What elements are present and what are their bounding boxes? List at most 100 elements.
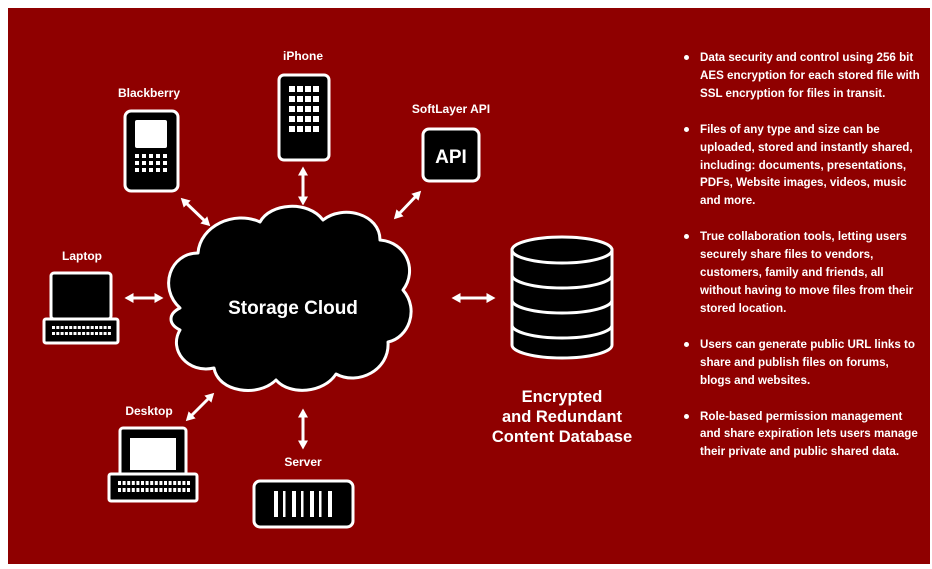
- laptop-key: [95, 326, 98, 329]
- blackberry-key: [156, 168, 160, 172]
- blackberry-key: [135, 161, 139, 165]
- desktop-key: [118, 488, 121, 492]
- blackberry-key: [156, 154, 160, 158]
- feature-text: Users can generate public URL links to s…: [700, 337, 915, 387]
- diagram-panel: iPhone Blackberry API SoftLayer API: [8, 8, 930, 564]
- desktop-key: [118, 481, 121, 485]
- iphone-app-tile: [313, 106, 319, 112]
- laptop-key: [52, 326, 55, 329]
- blackberry-key: [142, 154, 146, 158]
- desktop-key: [173, 488, 177, 492]
- server-bay: [283, 491, 286, 517]
- iphone-app-tile: [297, 126, 303, 132]
- blackberry-key: [149, 168, 153, 172]
- iphone-app-tile: [297, 116, 303, 122]
- laptop-key: [64, 332, 68, 335]
- desktop-key: [131, 488, 135, 492]
- desktop-key: [177, 481, 181, 485]
- desktop-key: [187, 488, 190, 492]
- desktop-label: Desktop: [125, 404, 172, 418]
- api-icon-text: API: [435, 147, 467, 168]
- desktop-key: [141, 481, 144, 485]
- laptop-key: [103, 326, 107, 329]
- desktop-key: [168, 488, 172, 492]
- desktop-key: [154, 481, 158, 485]
- desktop-key: [182, 481, 186, 485]
- laptop-node: Laptop: [42, 249, 120, 345]
- feature-item: Files of any type and size can be upload…: [682, 121, 922, 211]
- laptop-key: [73, 332, 77, 335]
- iphone-app-tile: [289, 126, 295, 132]
- blackberry-label: Blackberry: [118, 86, 180, 100]
- server-bay: [310, 491, 314, 517]
- arrow-desktop-cloud: [185, 392, 215, 422]
- desktop-key: [131, 481, 135, 485]
- blackberry-node: Blackberry: [118, 86, 180, 193]
- desktop-key: [159, 488, 163, 492]
- iphone-app-tile: [313, 116, 319, 122]
- iphone-app-tile: [297, 96, 303, 102]
- desktop-key: [168, 481, 172, 485]
- blackberry-key: [163, 168, 167, 172]
- desktop-key: [127, 488, 131, 492]
- iphone-app-tile: [297, 86, 303, 92]
- desktop-key: [187, 481, 190, 485]
- bullet-icon: [684, 126, 689, 132]
- api-icon: API: [421, 127, 481, 183]
- laptop-key: [64, 326, 68, 329]
- arrow-blackberry-cloud: [180, 197, 211, 227]
- desktop-key: [127, 481, 131, 485]
- blackberry-key: [135, 168, 139, 172]
- laptop-label: Laptop: [62, 249, 102, 263]
- laptop-key: [103, 332, 107, 335]
- iphone-app-tile: [305, 126, 311, 132]
- feature-text: Role-based permission management and sha…: [700, 409, 918, 459]
- desktop-key: [164, 488, 167, 492]
- laptop-key: [99, 326, 103, 329]
- desktop-node: Desktop: [107, 404, 199, 503]
- database-label-line-2: and Redundant: [502, 408, 623, 426]
- laptop-key: [107, 332, 111, 335]
- laptop-key: [99, 332, 103, 335]
- blackberry-key: [163, 161, 167, 165]
- laptop-icon: [42, 271, 120, 345]
- desktop-key: [159, 481, 163, 485]
- bullet-icon: [684, 55, 689, 60]
- server-bay: [274, 491, 278, 517]
- laptop-key: [86, 332, 90, 335]
- desktop-key: [136, 481, 140, 485]
- laptop-key: [52, 332, 55, 335]
- laptop-key: [107, 326, 111, 329]
- blackberry-key: [142, 161, 146, 165]
- softlayer-api-node: API SoftLayer API: [412, 102, 490, 183]
- laptop-key: [82, 326, 86, 329]
- iphone-app-tile: [305, 96, 311, 102]
- iphone-label: iPhone: [283, 49, 323, 63]
- server-bay: [319, 491, 322, 517]
- laptop-key: [90, 326, 94, 329]
- iphone-icon: [277, 73, 331, 162]
- iphone-app-tile: [305, 116, 311, 122]
- desktop-key: [141, 488, 144, 492]
- iphone-app-tile: [297, 106, 303, 112]
- server-icon: [252, 479, 355, 529]
- iphone-app-tile: [289, 116, 295, 122]
- feature-text: True collaboration tools, letting users …: [700, 230, 914, 315]
- desktop-key: [154, 488, 158, 492]
- blackberry-key: [149, 161, 153, 165]
- laptop-key: [82, 332, 86, 335]
- cloud-label: Storage Cloud: [228, 298, 358, 319]
- bullet-icon: [684, 234, 689, 240]
- blackberry-icon: [123, 109, 180, 193]
- database-icon: [510, 235, 614, 360]
- storage-cloud: Storage Cloud: [167, 204, 413, 392]
- server-bay: [292, 491, 296, 517]
- database-label-line-3: Content Database: [492, 428, 632, 446]
- laptop-key: [56, 326, 60, 329]
- laptop-key: [69, 326, 73, 329]
- desktop-key: [145, 481, 149, 485]
- iphone-app-tile: [289, 106, 295, 112]
- laptop-key: [90, 332, 94, 335]
- laptop-key: [77, 332, 81, 335]
- desktop-icon: [107, 426, 199, 503]
